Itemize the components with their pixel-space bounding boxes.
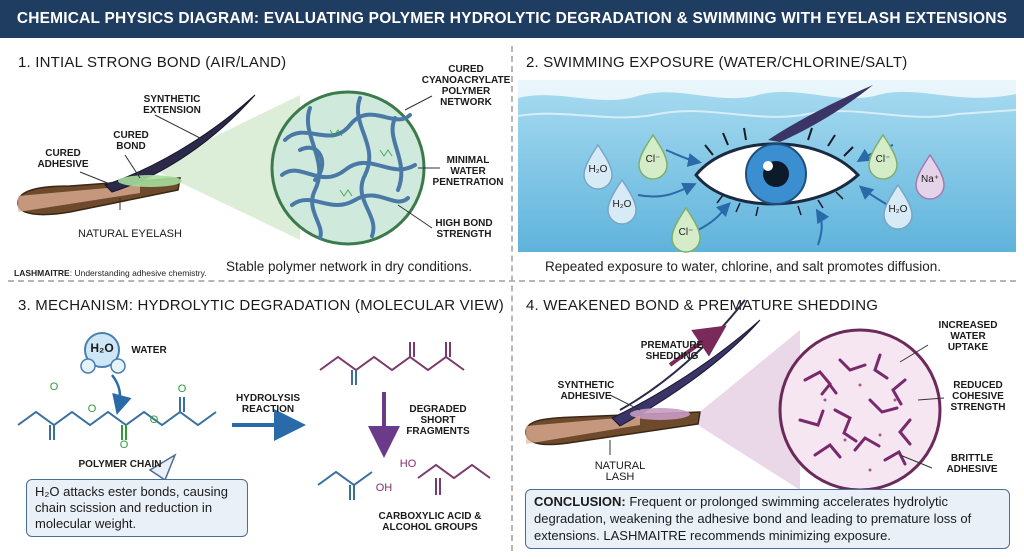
minimal-water-label: MINIMAL WATER PENETRATION	[432, 155, 504, 188]
polymer-network-label: CURED CYANOACRYLATE POLYMER NETWORK	[421, 64, 511, 108]
panel3-title: 3. MECHANISM: HYDROLYTIC DEGRADATION (MO…	[18, 297, 504, 314]
oxygen-label-5: O	[177, 383, 187, 395]
degraded-fragments-label: DEGRADED SHORT FRAGMENTS	[406, 404, 470, 437]
natural-eyelash-label: NATURAL EYELASH	[78, 228, 182, 240]
vertical-divider	[511, 46, 513, 551]
premature-shedding-label: PREMATURE SHEDDING	[640, 340, 704, 362]
reduced-strength-label: REDUCED COHESIVE STRENGTH	[950, 380, 1006, 413]
natural-lash-label: NATURAL LASH	[594, 460, 646, 483]
conclusion-text: Frequent or prolonged swimming accelerat…	[534, 494, 972, 543]
high-bond-label: HIGH BOND STRENGTH	[435, 218, 493, 240]
panel1-title: 1. INTIAL STRONG BOND (AIR/LAND)	[18, 54, 287, 71]
mechanism-note: H₂O attacks ester bonds, causing chain s…	[26, 479, 248, 537]
h2o-label: H₂O	[90, 341, 114, 355]
oxygen-label-2: O	[87, 403, 97, 415]
swimming-illustration	[517, 80, 1017, 253]
conclusion-box: CONCLUSION: Frequent or prolonged swimmi…	[525, 489, 1010, 549]
oxygen-label-4: O	[149, 414, 159, 426]
synthetic-adhesive-label: SYNTHETIC ADHESIVE	[557, 380, 615, 402]
diagram-title: CHEMICAL PHYSICS DIAGRAM: EVALUATING POL…	[0, 0, 1024, 38]
molecular-illustration	[17, 332, 491, 500]
drop-cl-2: Cl⁻	[678, 227, 694, 238]
drop-h2o-1: H₂O	[588, 164, 608, 175]
cured-adhesive-label: CURED ADHESIVE	[37, 148, 89, 170]
brittle-adhesive-label: BRITTLE ADHESIVE	[946, 453, 998, 475]
oxygen-label-3: O	[119, 439, 129, 451]
cured-bond-label: CURED BOND	[113, 130, 149, 152]
panel1-caption: Stable polymer network in dry conditions…	[226, 259, 473, 274]
brand-note: LASHMAITRE: Understanding adhesive chemi…	[14, 268, 207, 278]
drop-h2o-3: H₂O	[888, 204, 908, 215]
panel2-title: 2. SWIMMING EXPOSURE (WATER/CHLORINE/SAL…	[526, 54, 908, 71]
hydrolysis-reaction-label: HYDROLYSIS REACTION	[235, 393, 301, 415]
drop-cl-3: Cl⁻	[875, 154, 891, 165]
ho-label: HO	[399, 458, 417, 470]
drop-cl-1: Cl⁻	[645, 154, 661, 165]
acid-alcohol-label: CARBOXYLIC ACID & ALCOHOL GROUPS	[378, 511, 482, 533]
increased-uptake-label: INCREASED WATER UPTAKE	[938, 320, 998, 353]
panel2-caption: Repeated exposure to water, chlorine, an…	[545, 259, 941, 274]
drop-h2o-2: H₂O	[612, 199, 632, 210]
synthetic-extension-label: SYNTHETIC EXTENSION	[143, 94, 201, 116]
polymer-chain-label: POLYMER CHAIN	[78, 459, 162, 470]
oxygen-label-1: O	[49, 381, 59, 393]
oh-label: OH	[375, 482, 393, 494]
water-label: WATER	[131, 345, 167, 356]
panel4-title: 4. WEAKENED BOND & PREMATURE SHEDDING	[526, 297, 879, 314]
panel1-illustration	[17, 90, 440, 246]
drop-na: Na⁺	[920, 174, 940, 185]
conclusion-label: CONCLUSION:	[534, 494, 626, 509]
